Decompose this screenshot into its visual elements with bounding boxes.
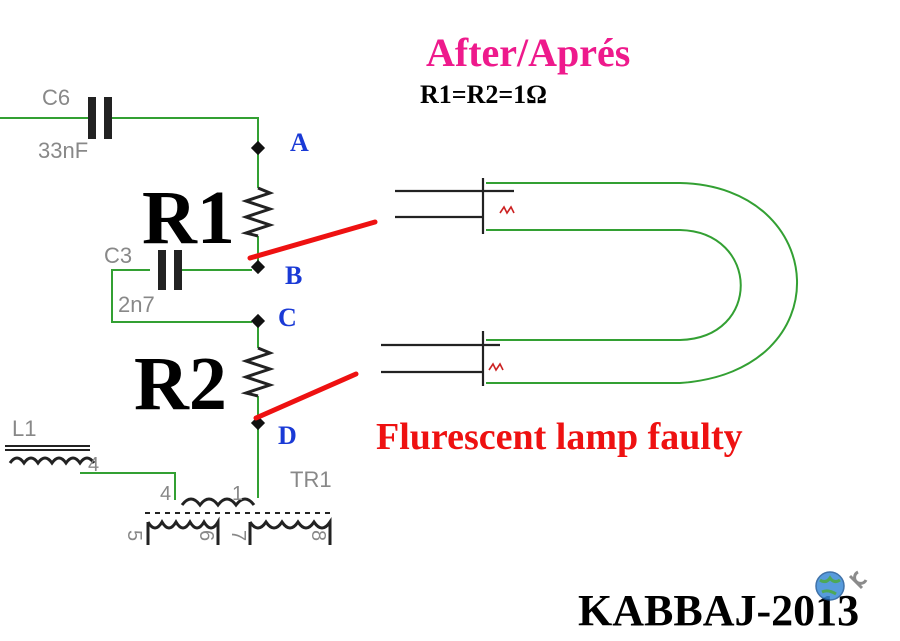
capacitor-c3: C3 2n7 xyxy=(104,243,182,317)
wire-c6-to-a xyxy=(0,117,259,143)
tr1-pin-8: 8 xyxy=(307,530,329,541)
short-link-b xyxy=(247,219,378,261)
formula-text: R1=R2=1Ω xyxy=(420,80,547,109)
tr1-pin-1: 1 xyxy=(232,483,243,505)
node-c-dot xyxy=(250,313,266,329)
wires xyxy=(0,117,798,500)
resistor-r2-symbol xyxy=(240,346,275,398)
wire-l1-to-tr1 xyxy=(80,472,176,500)
node-labels: A B C D xyxy=(278,128,309,450)
r2-label: R2 xyxy=(134,342,227,426)
short-links xyxy=(247,219,378,421)
node-d-label: D xyxy=(278,421,297,450)
transformer-tr1: TR1 4 1 5 6 7 8 xyxy=(123,467,332,545)
tr1-pin-6: 6 xyxy=(195,530,217,541)
credit-text: KABBAJ-2013 xyxy=(578,586,859,635)
node-a-dot xyxy=(250,140,266,156)
l1-coil xyxy=(8,456,96,466)
lamp-electrodes xyxy=(381,178,515,386)
tr1-secondary-right xyxy=(248,517,332,545)
page-title: After/Aprés xyxy=(426,30,630,75)
fault-label: Flurescent lamp faulty xyxy=(376,416,743,458)
lamp-tube xyxy=(486,182,798,384)
tr1-pin-4: 4 xyxy=(160,483,171,505)
l1-name: L1 xyxy=(12,416,36,441)
tr1-secondary-left xyxy=(146,516,220,545)
tr1-pin-5: 5 xyxy=(123,530,145,541)
short-link-d xyxy=(253,371,359,421)
globe-wrench-icon xyxy=(815,570,868,601)
l1-pin: 4 xyxy=(88,454,99,476)
inductor-l1: L1 4 xyxy=(5,416,99,476)
tr1-pin-7: 7 xyxy=(227,530,249,541)
node-b-label: B xyxy=(285,261,302,290)
c6-name: C6 xyxy=(42,85,70,110)
tr1-primary-coil xyxy=(180,497,256,508)
c3-name: C3 xyxy=(104,243,132,268)
wire-c3-loop xyxy=(111,269,252,323)
r1-label: R1 xyxy=(142,176,235,260)
c6-value: 33nF xyxy=(38,138,88,163)
node-c-label: C xyxy=(278,303,297,332)
filament-bottom-icon xyxy=(488,362,504,372)
filament-top-icon xyxy=(499,205,515,215)
capacitor-c6: C6 33nF xyxy=(38,85,112,163)
node-b-dot xyxy=(250,259,266,275)
node-a-label: A xyxy=(290,128,309,157)
tr1-name: TR1 xyxy=(290,467,332,492)
c3-value: 2n7 xyxy=(118,292,155,317)
resistor-r1-symbol xyxy=(240,186,275,238)
